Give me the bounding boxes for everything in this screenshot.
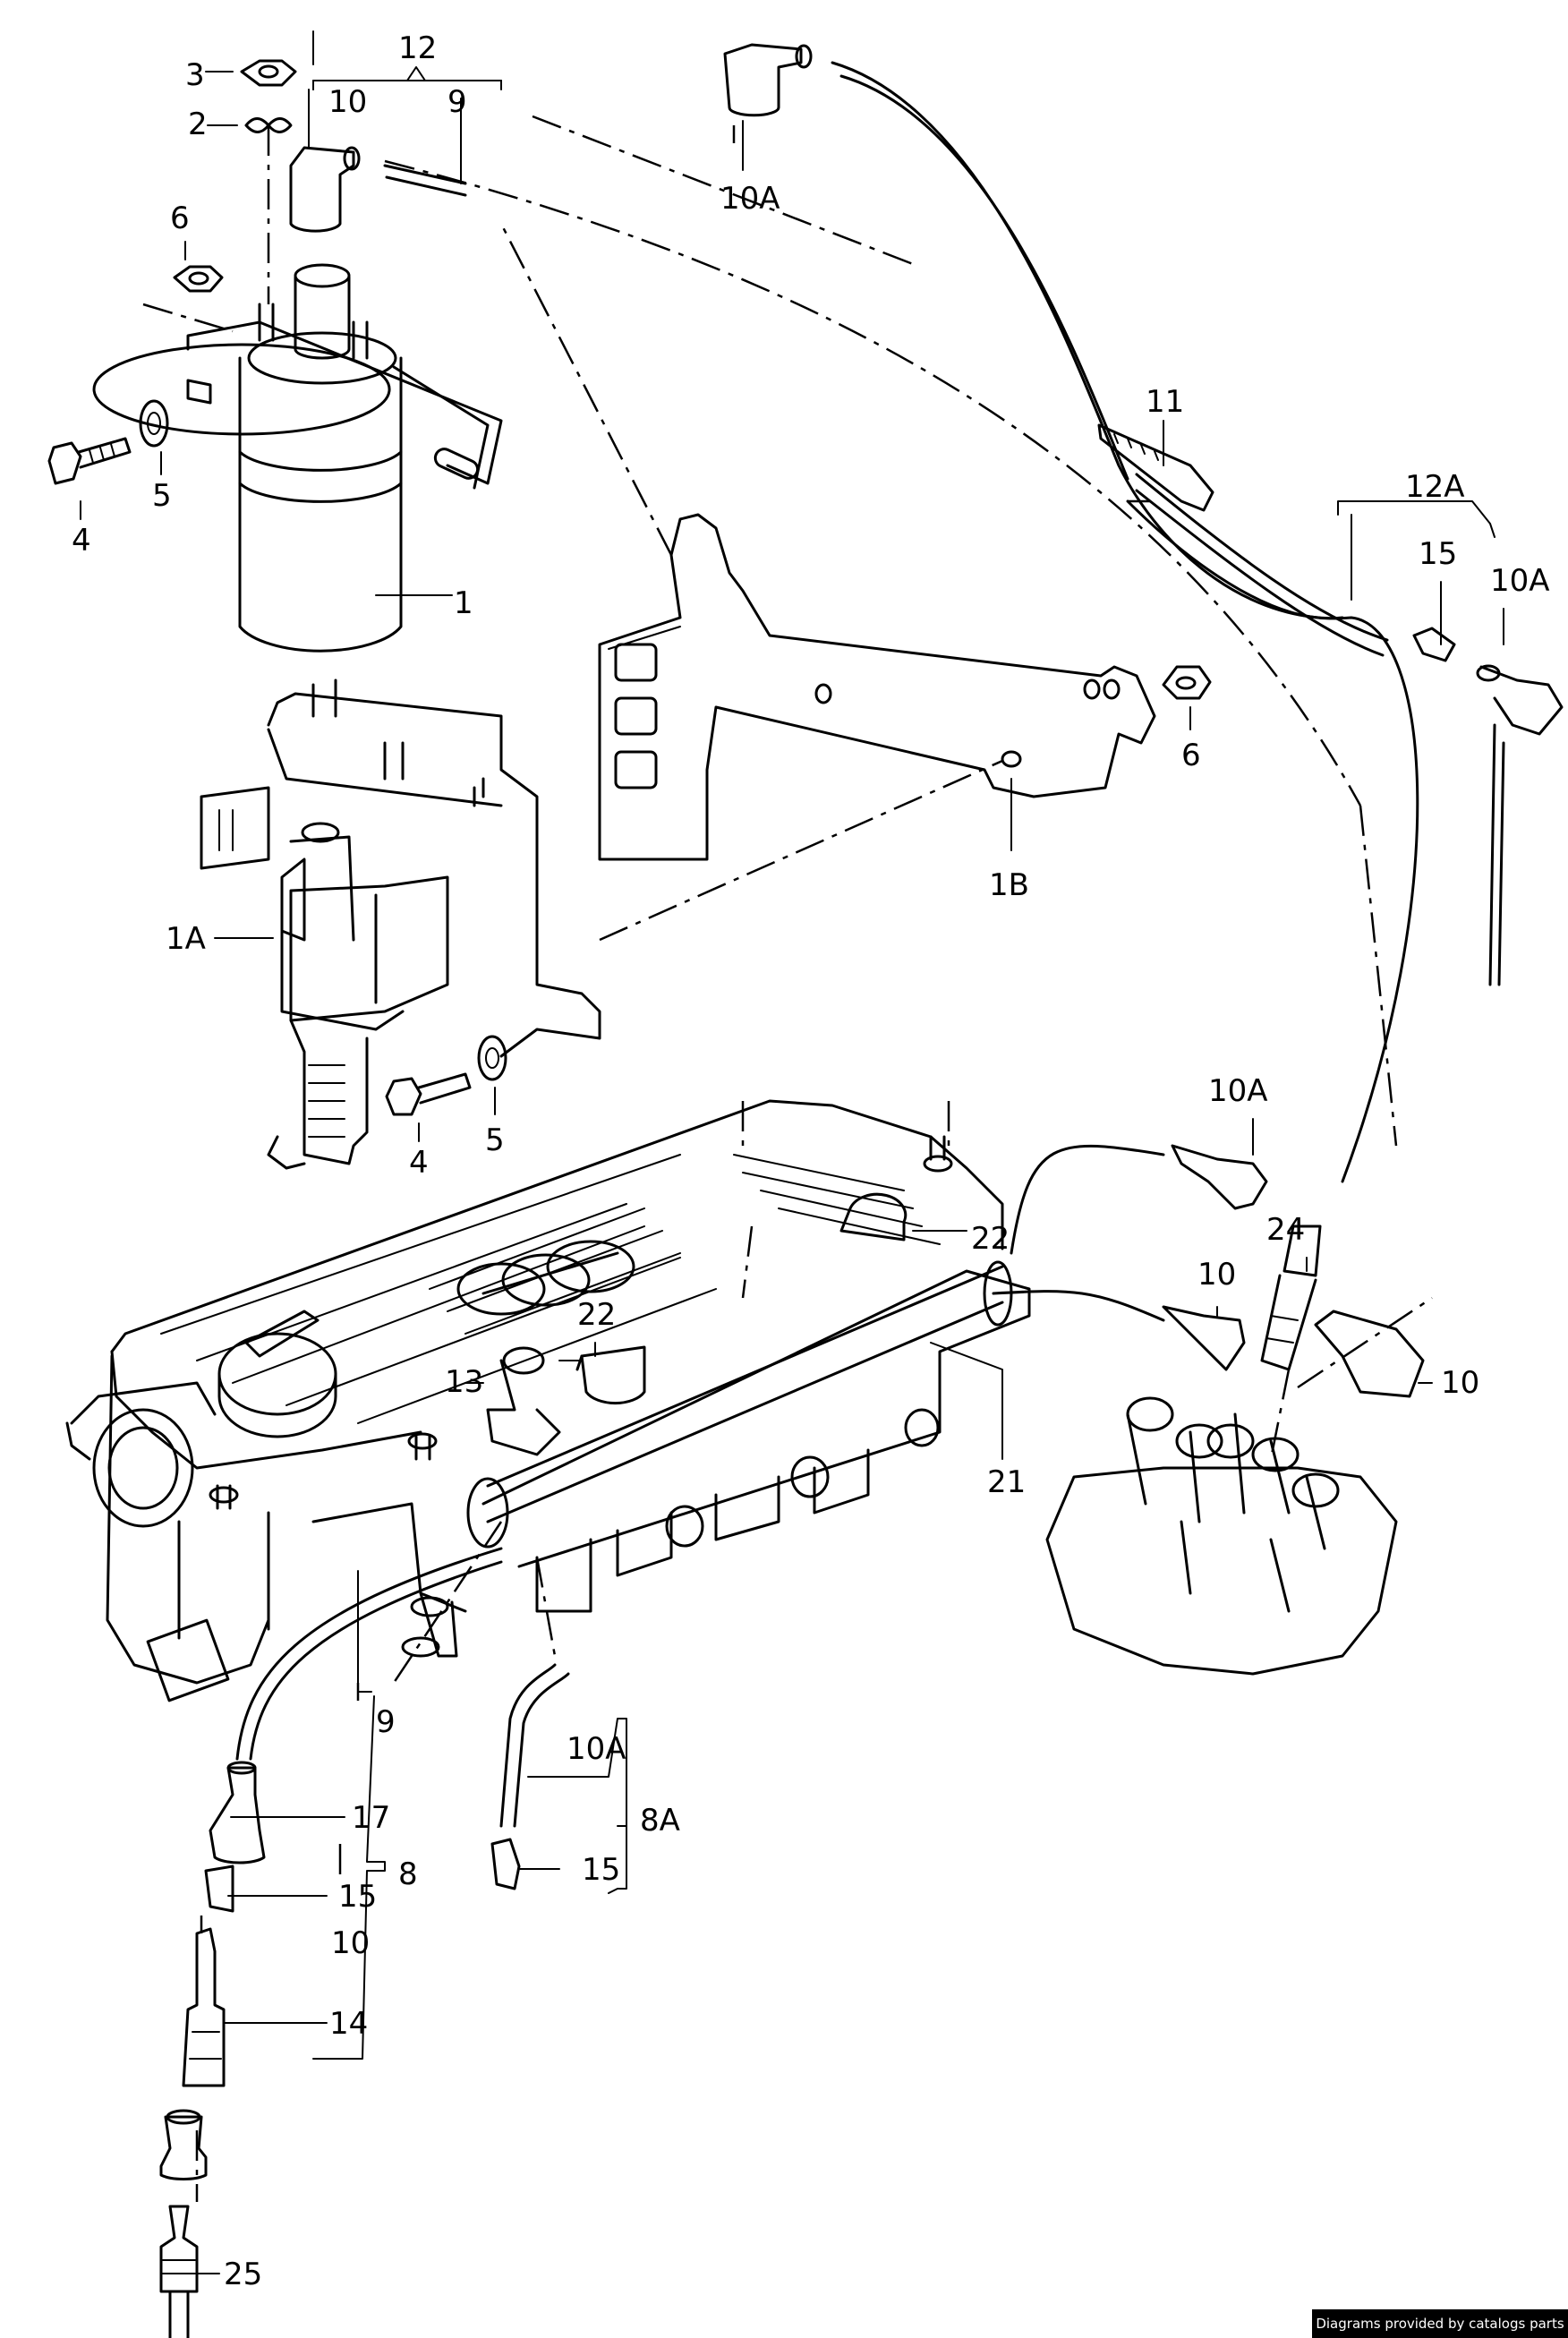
label-5-lower: 5 [485,1122,505,1158]
lead-main-curve [831,61,1419,1183]
clip-13 [486,1346,561,1456]
label-21: 21 [987,1464,1026,1500]
clamp-22-right [839,1192,908,1242]
label-2: 2 [188,107,208,142]
leader-lines [80,30,1504,2274]
label-1b: 1B [989,867,1029,903]
label-10a-right: 10A [1490,563,1550,599]
label-10a-lower: 10A [567,1731,626,1767]
label-10-right: 10 [1441,1365,1479,1401]
callout-labels: 1 1A 1B 2 3 4 4 5 5 6 6 8 8A 9 9 10 10 1… [72,30,1550,2292]
distributor-cap [1045,1396,1398,1676]
label-12a: 12A [1405,469,1465,505]
label-22-right: 22 [971,1221,1010,1257]
lead-10A-right [1476,664,1564,986]
assembly-lines [142,115,1433,2202]
label-11: 11 [1146,384,1184,420]
bolt-4-lower [385,1072,472,1116]
intake-manifold [466,1260,1031,1613]
ignition-coil [92,263,503,653]
spark-plug-terminal-14 [182,1927,226,2087]
label-6-right: 6 [1181,738,1201,773]
lead-lower-left [235,1547,503,1761]
label-10a-dist: 10A [1208,1073,1268,1109]
label-22-left: 22 [577,1297,616,1333]
lead-10-right-boot [1314,1310,1425,1398]
boot-17 [209,1761,266,1864]
label-17: 17 [352,1800,390,1836]
ignition-lead-bracket-21 [486,1265,1004,1523]
label-8: 8 [398,1856,418,1892]
bolt-4-top [47,437,132,485]
ignition-coil-module [200,678,601,1170]
label-1a: 1A [166,921,206,957]
label-9-top: 9 [447,84,467,120]
lead-lower-mid [499,1663,570,1828]
clip-15-left [204,1864,234,1913]
label-8a: 8A [640,1803,680,1839]
label-25: 25 [224,2257,262,2292]
label-10-plug: 10 [331,1925,370,1961]
coil-lead-boot [289,146,467,233]
label-10-dist: 10 [1197,1257,1236,1293]
boot-lower [159,2109,208,2180]
nut-3 [240,59,297,87]
label-3: 3 [185,57,205,93]
footer-credit: Diagrams provided by catalogs parts [1312,2309,1568,2338]
label-13: 13 [445,1364,483,1400]
label-1: 1 [454,585,473,621]
label-15-mid: 15 [582,1852,620,1888]
label-4-lower: 4 [409,1145,429,1181]
label-10a-top: 10A [720,181,780,217]
label-4-top: 4 [72,523,91,559]
clip-15-right [1412,627,1456,662]
label-10-coil: 10 [328,84,367,120]
label-5-top: 5 [152,478,172,514]
clip-15-mid [490,1838,521,1890]
label-15-right: 15 [1419,536,1457,572]
cylinder-head [65,1099,1004,1702]
washer-5-top [139,399,169,448]
cable-tie-11 [1097,423,1214,512]
lead-12A [1135,473,1389,657]
washer-5-lower [477,1035,507,1081]
nut-6-right [1162,665,1212,700]
clamp-22-left [575,1345,646,1405]
label-24: 24 [1266,1212,1305,1248]
label-14: 14 [329,2006,368,2042]
sensor-24 [1260,1224,1322,1371]
lead-distributor-left [992,1144,1268,1371]
nut-6-top [173,265,224,293]
spark-plug-25 [159,2205,199,2338]
lead-10A-top [723,43,813,117]
label-9-lower: 9 [376,1704,396,1740]
mounting-bracket-1b [598,513,1156,861]
label-12: 12 [398,30,437,66]
label-15-left: 15 [338,1879,377,1915]
label-6-top: 6 [170,201,190,236]
washer-2 [244,117,293,133]
